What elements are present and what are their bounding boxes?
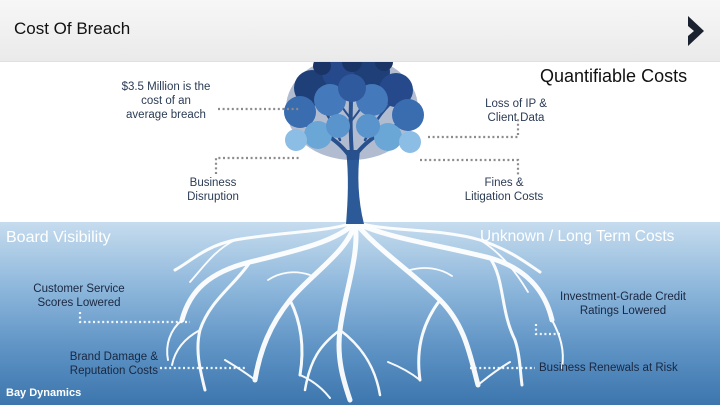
brand-logo: Bay Dynamics <box>6 387 82 399</box>
ground-band <box>0 222 720 405</box>
business-disruption-label: Business Disruption <box>187 177 239 203</box>
tree-trunk <box>346 150 364 224</box>
board-visibility-label: Board Visibility <box>6 229 111 246</box>
roots-graphic <box>166 219 564 403</box>
connectors-graphic <box>214 107 520 176</box>
play-chevron-icon <box>688 16 704 46</box>
title-bar: Cost Of Breach <box>0 0 720 62</box>
brand-damage-label: Brand Damage & Reputation Costs <box>69 351 158 377</box>
page-title: Cost Of Breach <box>14 19 131 38</box>
average-breach-label: $3.5 Million is the cost of an average b… <box>121 81 211 121</box>
connectors-lower <box>78 312 560 370</box>
credit-ratings-label: Investment-Grade Credit Ratings Lowered <box>560 291 686 317</box>
renewals-label: Business Renewals at Risk <box>539 362 678 374</box>
fines-label: Fines & Litigation Costs <box>464 177 544 203</box>
loss-of-ip-label: Loss of IP & Client Data <box>485 98 547 124</box>
canopy-graphic <box>284 52 424 160</box>
customer-service-label: Customer Service Scores Lowered <box>33 283 125 309</box>
unknown-costs-heading: Unknown / Long Term Costs <box>480 228 675 245</box>
quantifiable-costs-heading: Quantifiable Costs <box>540 66 688 86</box>
